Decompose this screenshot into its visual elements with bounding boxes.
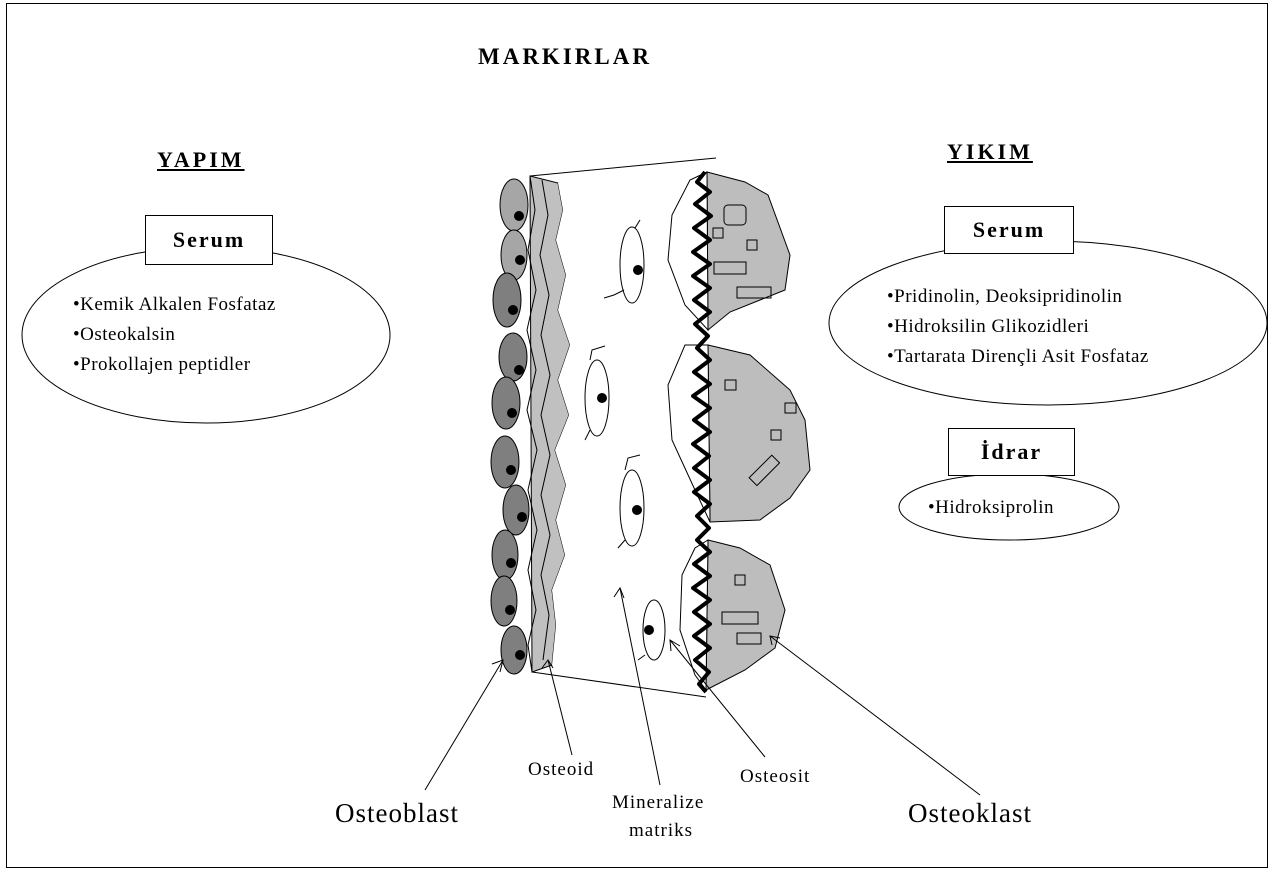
- mineralize-label: Mineralize: [612, 793, 704, 812]
- osteoblast-nucleus: [505, 605, 515, 615]
- osteoblast-nucleus: [507, 408, 517, 418]
- osteoblast-cell: [492, 377, 520, 429]
- osteoblast-cell: [500, 179, 528, 231]
- osteoblast-label: Osteoblast: [335, 800, 459, 827]
- yapim-serum-label: Serum: [145, 215, 273, 265]
- osteoblast-cell: [492, 530, 518, 580]
- idrar-label: İdrar: [948, 428, 1075, 476]
- list-item: •Pridinolin, Deoksipridinolin: [887, 282, 1149, 312]
- osteosit-label: Osteosit: [740, 767, 810, 786]
- osteoblast-column: [491, 179, 529, 674]
- osteoblast-nucleus: [508, 305, 518, 315]
- osteoblast-cell: [499, 333, 527, 381]
- osteoblast-cell: [503, 485, 529, 535]
- osteoblast-nucleus: [515, 650, 525, 660]
- osteoclast-3: [706, 540, 785, 690]
- osteoblast-cell: [491, 436, 519, 488]
- osteoblast-cell: [501, 626, 527, 674]
- osteoblast-nucleus: [514, 211, 524, 221]
- idrar-marker-list: •Hidroksiprolin: [928, 493, 1054, 523]
- yikim-serum-marker-list: •Pridinolin, Deoksipridinolin •Hidroksil…: [887, 282, 1149, 372]
- osteoblast-cell: [491, 576, 517, 626]
- osteoblast-nucleus: [517, 512, 527, 522]
- list-item: •Osteokalsin: [73, 320, 276, 350]
- diagram-title: MARKIRLAR: [478, 45, 652, 68]
- osteocyte-cell: [620, 227, 644, 303]
- yapim-marker-list: •Kemik Alkalen Fosfataz •Osteokalsin •Pr…: [73, 290, 276, 380]
- yikim-serum-label: Serum: [944, 206, 1074, 254]
- osteoblast-nucleus: [515, 255, 525, 265]
- yikim-heading: YIKIM: [947, 141, 1033, 163]
- list-item: •Hidroksilin Glikozidleri: [887, 312, 1149, 342]
- osteoclast-2: [708, 345, 810, 522]
- osteoblast-nucleus: [506, 465, 516, 475]
- list-item: •Hidroksiprolin: [928, 493, 1054, 523]
- list-item: •Prokollajen peptidler: [73, 350, 276, 380]
- matriks-label: matriks: [629, 821, 693, 840]
- list-item: •Tartarata Dirençli Asit Fosfataz: [887, 342, 1149, 372]
- osteoblast-nucleus: [514, 365, 524, 375]
- osteoid-label: Osteoid: [528, 760, 594, 779]
- osteoclast-1: [707, 172, 790, 330]
- list-item: •Kemik Alkalen Fosfataz: [73, 290, 276, 320]
- osteoblast-nucleus: [506, 558, 516, 568]
- osteoblast-cell: [501, 230, 527, 280]
- osteoblast-cell: [493, 273, 521, 327]
- osteoklast-label: Osteoklast: [908, 800, 1032, 827]
- yapim-heading: YAPIM: [157, 149, 245, 171]
